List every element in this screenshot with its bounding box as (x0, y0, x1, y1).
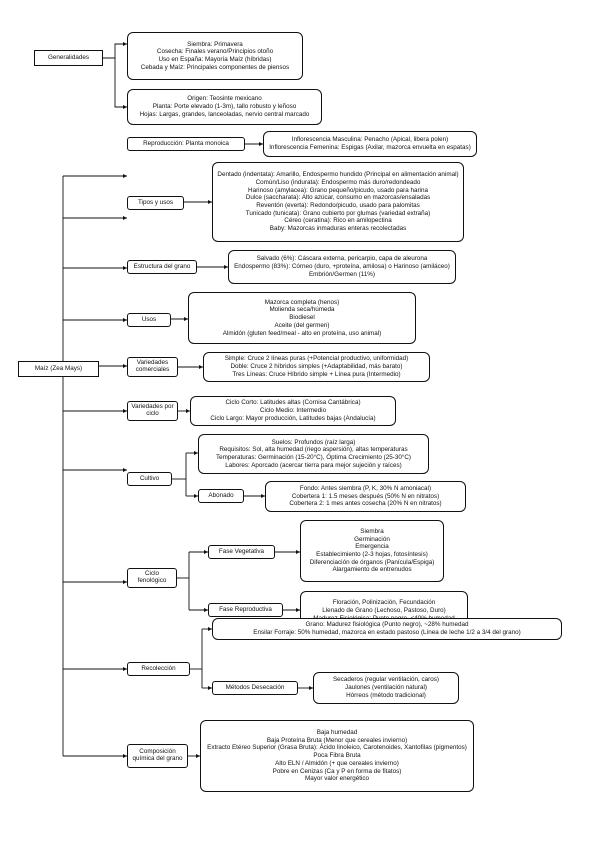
info-line: Almidón (gluten feed/meal - alto en prot… (222, 329, 382, 337)
info-line: Mayor valor energético (304, 775, 370, 783)
info-line: Poca Fibra Bruta (313, 752, 361, 760)
info-line: Pobre en Cenizas (Ca y P en forma de fit… (272, 767, 402, 775)
generalidades-info-box-2: Origen: Teosinte mexicano Planta: Porte … (127, 89, 322, 125)
node-fase-reproductiva: Fase Reproductiva (208, 603, 283, 617)
info-line: Ciclo Largo: Mayor producción, Latitudes… (210, 414, 376, 422)
info-line: Dentado (indentata): Amarillo, Endosperm… (217, 171, 459, 179)
info-line: Inflorescencia Femenina: Espigas (Axilar… (269, 144, 471, 151)
reproduccion-info-box: Inflorescencia Masculina: Penacho (Apica… (263, 131, 477, 157)
info-line: Diferenciación de órganos (Panícula/Espi… (309, 558, 435, 566)
info-line: Aceite (del germen) (274, 321, 330, 329)
usos-info-box: Mazorca completa (henos) Molienda seca/h… (188, 292, 416, 344)
info-line: Común/Liso (indurata): Endospermo más du… (255, 178, 421, 186)
info-line: Harinoso (amylacea): Grano pequeño/picud… (248, 186, 428, 194)
node-variedades-ciclo: Variedades por ciclo (127, 401, 178, 421)
info-line: Floración, Polinización, Fecundación (332, 599, 436, 607)
info-line: Suelos: Profundos (raíz larga) (271, 438, 356, 446)
info-line: Reventón (everta): Redondo/picudo, usado… (256, 202, 420, 209)
info-line: Mazorca completa (henos) (264, 298, 340, 306)
info-line: Alto ELN / Almidón (+ que cereales invie… (275, 759, 399, 767)
estructura-info-box: Salvado (6%): Cáscara externa, pericarpi… (228, 250, 456, 284)
node-reproduccion: Reproducción: Planta monoica (127, 137, 245, 151)
info-line: Molienda seca/húmeda (269, 306, 335, 314)
info-line: Fondo: Antes siembra (P, K, 30% N amonia… (299, 484, 432, 492)
node-ciclo-fenologico: Ciclo fenológico (127, 568, 177, 588)
info-line: Temperaturas: Germinación (15-20°C), Ópt… (215, 454, 412, 461)
generalidades-info-box-1: Siembra: Primavera Cosecha: Finales vera… (127, 32, 303, 80)
node-cultivo: Cultivo (127, 472, 172, 486)
info-line: Cebada y Maíz: Principales componentes d… (140, 63, 290, 71)
info-line: Tunicado (tunicata): Grano cubierto por … (245, 209, 431, 217)
info-line: Céreo (ceratina): Rico en amilopectina (284, 217, 392, 225)
node-variedades-comerciales: Variedades comerciales (127, 357, 178, 377)
info-line: Hojas: Largas, grandes, lanceoladas, ner… (139, 110, 310, 118)
node-estructura-grano: Estructura del grano (127, 260, 197, 274)
info-line: Extracto Etéreo Superior (Grasa Bruta): … (207, 744, 467, 752)
info-line: Cobertera 1: 1.5 meses después (50% N en… (291, 492, 440, 500)
tipos-info-box: Dentado (indentata): Amarillo, Endosperm… (212, 162, 464, 242)
info-line: Secaderos (regular ventilación, caros) (332, 676, 440, 684)
recoleccion-info-box: Grano: Madurez fisiológica (Punto negro)… (212, 618, 562, 640)
desecacion-info-box: Secaderos (regular ventilación, caros) J… (313, 672, 459, 704)
info-line: Establecimiento (2-3 hojas, fotosíntesis… (316, 551, 428, 558)
info-line: Planta: Porte elevado (1-3m), tallo robu… (152, 103, 297, 111)
variedades-info-box: Simple: Cruce 2 líneas puras (+Potencial… (203, 352, 430, 382)
node-tipos-usos: Tipos y usos (127, 196, 184, 210)
info-line: Cosecha: Finales verano/Principios otoño (156, 48, 274, 56)
info-line: Origen: Teosinte mexicano (187, 95, 262, 103)
ciclo-var-info-box: Ciclo Corto: Latitudes altas (Cornisa Ca… (190, 396, 396, 426)
node-generalidades: Generalidades (34, 50, 103, 66)
info-line: Dulce (saccharata): Alto azúcar, consumo… (245, 194, 431, 202)
info-line: Cobertera 2: 1 mes antes cosecha (20% N … (289, 500, 442, 508)
info-line: Endospermo (83%): Córneo (duro, +proteín… (234, 263, 450, 271)
info-line: Uso en España: Mayoría Maíz (híbridas) (158, 56, 272, 63)
node-metodos-desecacion: Métodos Desecación (212, 681, 298, 695)
info-line: Tres Líneas: Cruce Híbrido simple + Líne… (232, 370, 401, 378)
composicion-info-box: Baja humedad Baja Proteína Bruta (Menor … (200, 720, 474, 792)
node-recoleccion: Recolección (127, 662, 190, 676)
node-abonado: Abonado (198, 489, 244, 503)
info-line: Hórreos (método tradicional) (346, 691, 426, 699)
info-line: Siembra (360, 527, 384, 535)
vegetativa-info-box: Siembra Germinación Emergencia Estableci… (300, 520, 444, 582)
info-line: Baja Proteína Bruta (Menor que cereales … (266, 736, 408, 744)
info-line: Salvado (6%): Cáscara externa, pericarpi… (256, 255, 428, 263)
info-line: Jaulones (ventilación natural) (345, 684, 427, 692)
node-fase-vegetativa: Fase Vegetativa (208, 545, 275, 559)
info-line: Baja humedad (316, 729, 358, 737)
info-line: Baby: Mazorcas inmaduras enteras recolec… (269, 225, 407, 233)
info-line: Emergencia (355, 543, 389, 551)
info-line: Ciclo Corto: Latitudes altas (Cornisa Ca… (225, 399, 361, 407)
info-line: Simple: Cruce 2 líneas puras (+Potencial… (224, 355, 409, 363)
info-line: Inflorescencia Masculina: Penacho (Apica… (291, 136, 449, 144)
cultivo-info-box: Suelos: Profundos (raíz larga) Requisito… (198, 434, 429, 474)
node-usos: Usos (127, 313, 171, 327)
info-line: Germinación (354, 535, 390, 543)
info-line: Biodiesel (289, 314, 315, 322)
abonado-info-box: Fondo: Antes siembra (P, K, 30% N amonia… (265, 481, 466, 512)
info-line: Siembra: Primavera (187, 40, 243, 48)
info-line: Requisitos: Sol, alta humedad (riego asp… (219, 446, 408, 454)
info-line: Alargamiento de entrenudos (332, 566, 412, 574)
info-line: Llenado de Grano (Lechoso, Pastoso, Duro… (322, 607, 446, 615)
info-line: Labores: Aporcado (acercar tierra para m… (225, 461, 402, 469)
info-line: Grano: Madurez fisiológica (Punto negro)… (305, 621, 469, 629)
root-node-maiz: Maíz (Zea Mays) (18, 361, 99, 377)
info-line: Embrión/Germen (11%) (308, 270, 376, 278)
info-line: Ensilar Forraje: 50% humedad, mazorca en… (253, 629, 521, 636)
info-line: Doble: Cruce 2 híbridos simples (+Adapta… (230, 363, 403, 371)
node-composicion-quimica: Composición química del grano (127, 744, 188, 768)
info-line: Ciclo Medio: Intermedio (259, 407, 327, 415)
